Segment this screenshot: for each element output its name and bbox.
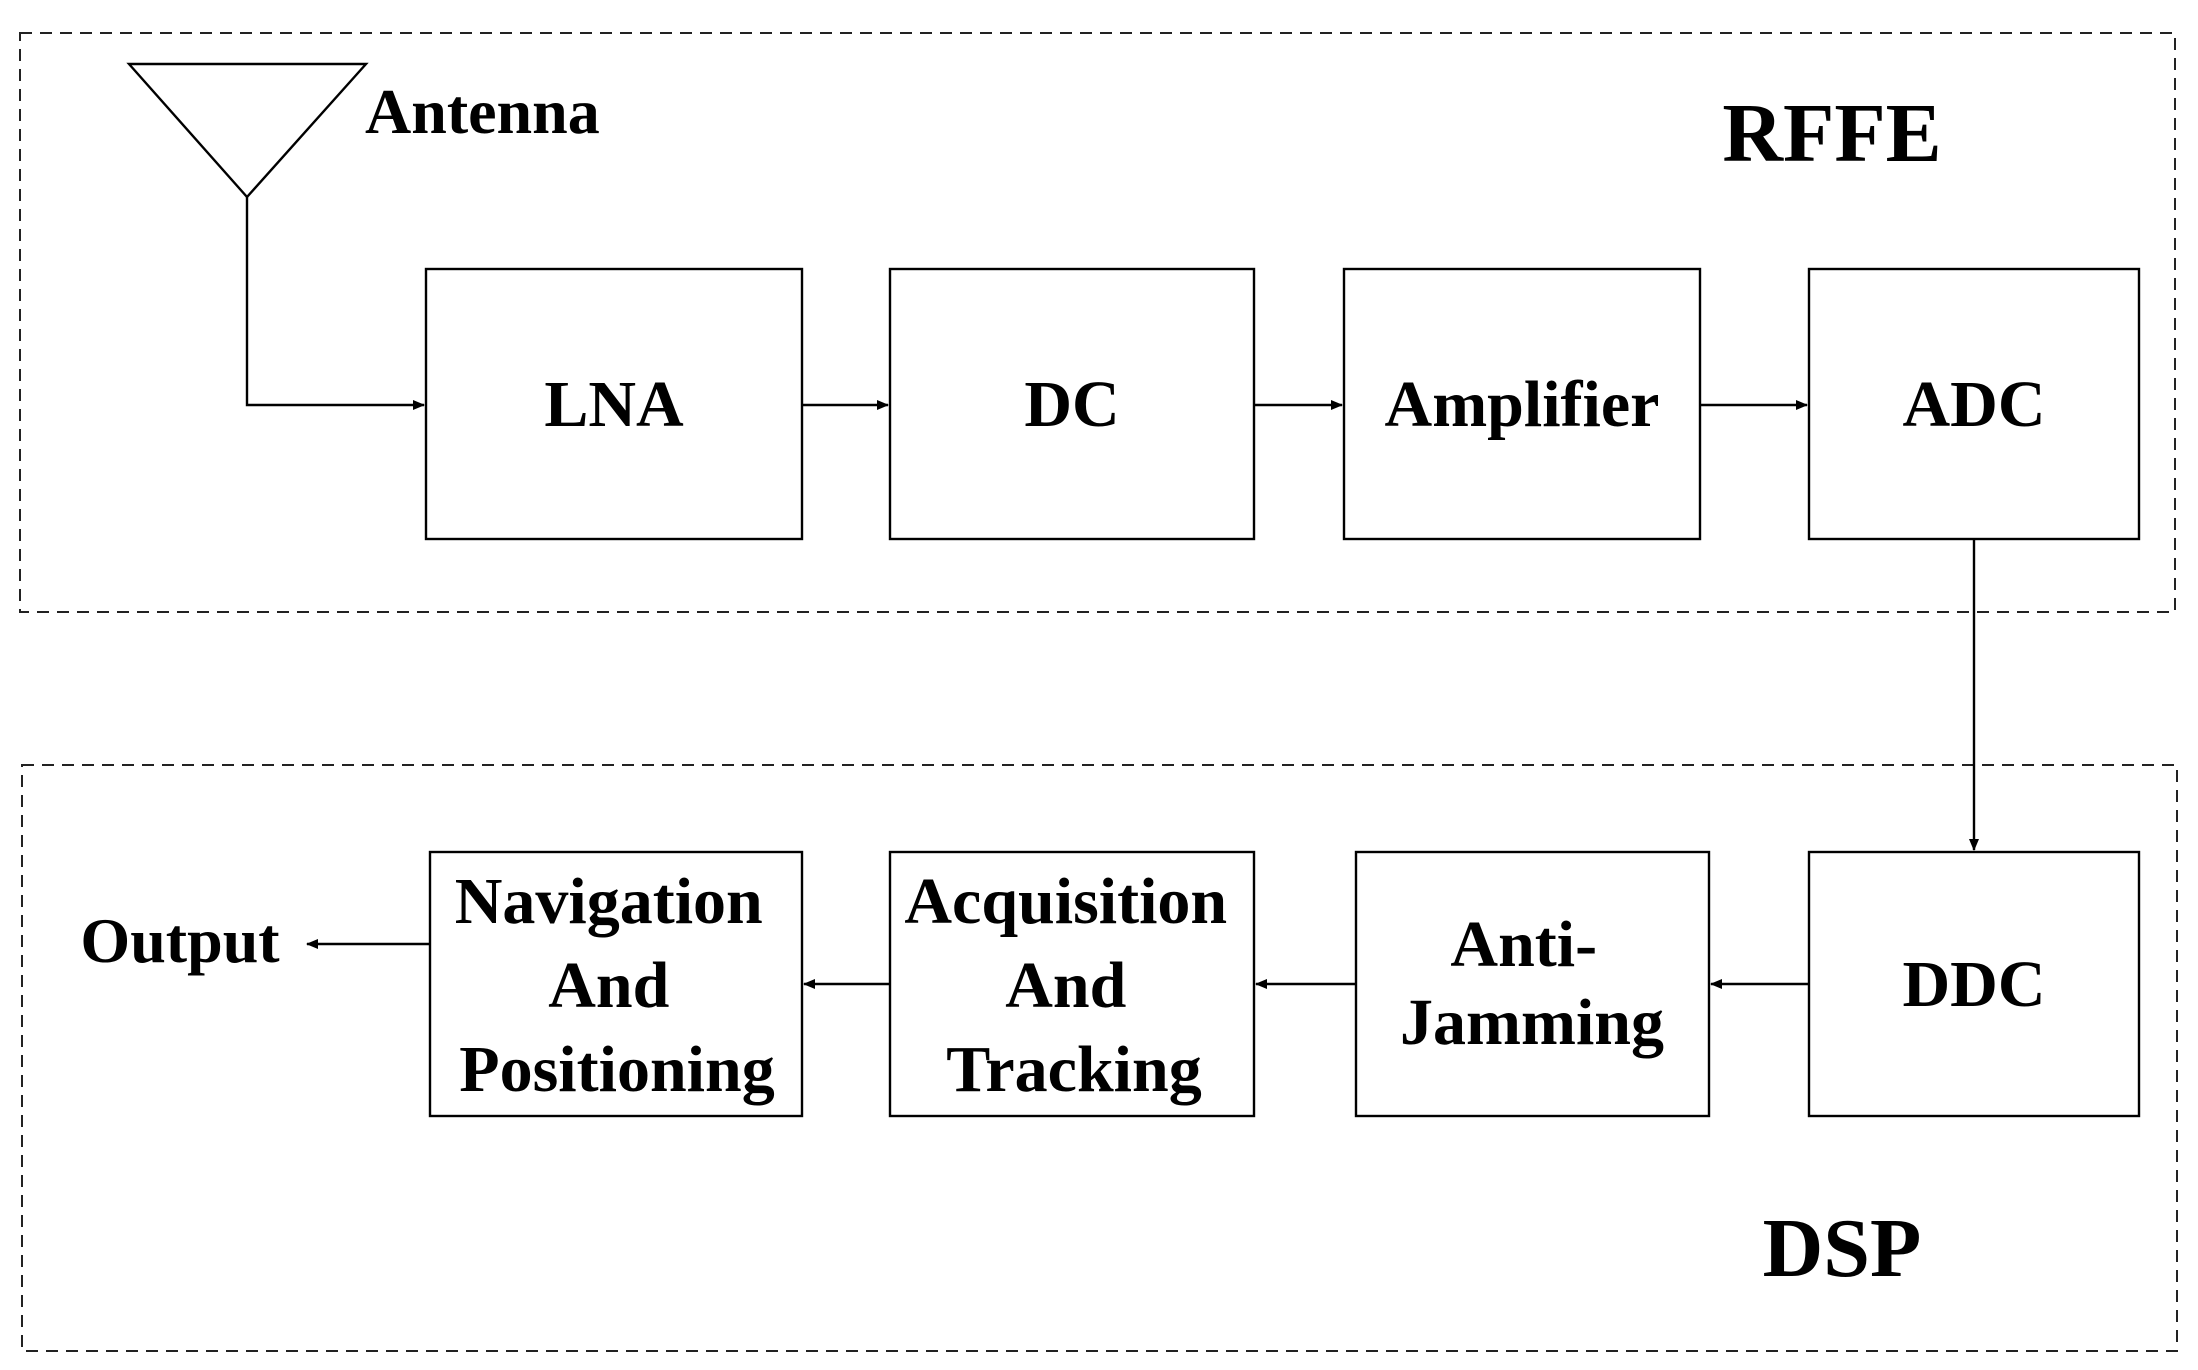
amplifier-label: Amplifier xyxy=(1385,368,1660,441)
ddc-label: DDC xyxy=(1903,948,2046,1021)
dsp-group-box xyxy=(21,764,2178,1352)
rffe-group-box xyxy=(19,32,2176,613)
adc-label: ADC xyxy=(1903,368,2046,441)
anti-jamming-block: Anti- Jamming xyxy=(1354,850,1711,1118)
dc-block: DC xyxy=(888,267,1256,541)
navigation-positioning-block: Navigation And Positioning xyxy=(428,850,804,1118)
acquisition-tracking-label: Acquisition And Tracking xyxy=(904,865,1243,1106)
navigation-positioning-label: Navigation And Positioning xyxy=(455,865,780,1106)
output-label: Output xyxy=(80,905,280,976)
antenna-icon xyxy=(126,62,369,199)
dc-label: DC xyxy=(1024,368,1119,441)
acquisition-tracking-block: Acquisition And Tracking xyxy=(888,850,1256,1118)
amplifier-block: Amplifier xyxy=(1342,267,1702,541)
anti-jamming-label: Anti- Jamming xyxy=(1400,908,1664,1059)
antenna-label: Antenna xyxy=(365,76,600,147)
lna-label: LNA xyxy=(544,368,684,441)
lna-block: LNA xyxy=(424,267,804,541)
ddc-block: DDC xyxy=(1807,850,2141,1118)
dsp-group-label: DSP xyxy=(1763,1202,1922,1295)
adc-block: ADC xyxy=(1807,267,2141,541)
rffe-group-label: RFFE xyxy=(1722,87,1941,180)
antenna-to-lna-arrow xyxy=(245,197,425,410)
